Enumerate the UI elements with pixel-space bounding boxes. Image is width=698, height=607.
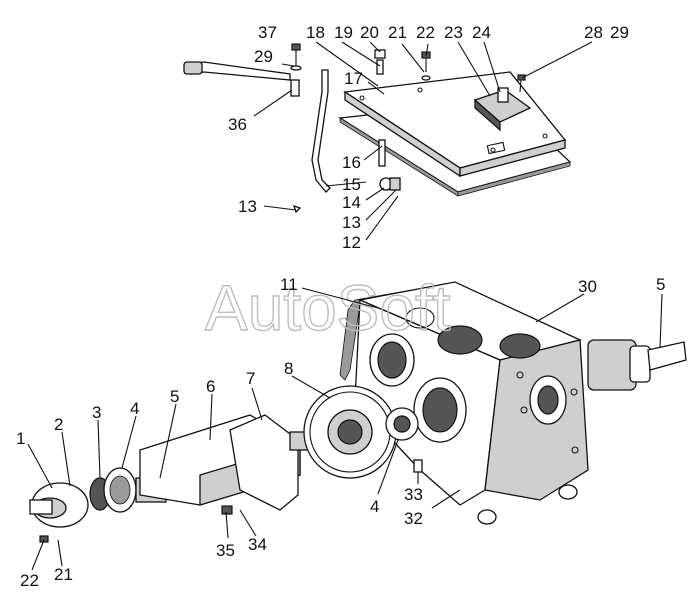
callout-4: 4 <box>130 399 139 418</box>
plate-hole <box>359 95 365 101</box>
plate-hole <box>542 133 548 139</box>
rod <box>311 69 331 193</box>
transmission-housing <box>339 281 589 525</box>
callout-3: 3 <box>92 403 101 422</box>
callout-15: 15 <box>342 175 361 194</box>
callout-37: 37 <box>258 23 277 42</box>
callout-29-left: 29 <box>254 47 273 66</box>
callout-21-lower: 21 <box>54 565 73 584</box>
output-housing <box>587 339 637 391</box>
mount-foot <box>558 484 578 500</box>
bolt-hole <box>520 406 528 414</box>
input-shaft-assembly <box>29 414 321 543</box>
side-bore-inner <box>537 385 559 415</box>
callout-13-right: 13 <box>342 213 361 232</box>
callout-22-lower: 22 <box>20 571 39 590</box>
callout-20: 20 <box>360 23 379 42</box>
stud <box>413 459 423 473</box>
output-shaft <box>647 341 687 371</box>
clamp-body <box>389 177 401 191</box>
bolt-hole <box>571 446 579 454</box>
callout-7: 7 <box>246 369 255 388</box>
plate-hole <box>490 147 496 153</box>
plate-hole <box>417 87 423 93</box>
top-bore-small <box>405 307 435 329</box>
bearing-race <box>393 415 411 433</box>
top-bolts <box>290 43 526 93</box>
shaft-stub <box>29 499 53 515</box>
leader-lines <box>27 41 663 571</box>
gasket-edge-2 <box>457 161 571 197</box>
mount-foot <box>477 509 497 525</box>
output-shaft-assembly <box>587 339 687 391</box>
callout-8: 8 <box>284 359 293 378</box>
callout-33: 33 <box>404 485 423 504</box>
small-bolt <box>221 505 233 515</box>
callout-17: 17 <box>344 69 363 88</box>
washer <box>421 75 431 81</box>
callout-30: 30 <box>578 277 597 296</box>
gear-housing <box>229 414 299 511</box>
callout-32: 32 <box>404 509 423 528</box>
callout-5: 5 <box>170 387 179 406</box>
bolt-head <box>517 74 526 81</box>
callout-23: 23 <box>444 23 463 42</box>
callout-2: 2 <box>54 415 63 434</box>
callout-14: 14 <box>342 193 361 212</box>
bearing-race <box>109 475 131 505</box>
lever <box>187 61 291 81</box>
lever-assembly <box>183 61 300 97</box>
callout-34: 34 <box>248 535 267 554</box>
top-bore <box>437 325 483 355</box>
watermark: AutoSoft <box>205 272 451 344</box>
callout-12: 12 <box>342 233 361 252</box>
callout-11: 11 <box>280 275 298 294</box>
lever-grip <box>183 61 203 75</box>
bolt-shank <box>519 79 522 93</box>
callout-13-left: 13 <box>238 197 257 216</box>
callout-16: 16 <box>342 153 361 172</box>
front-bore-inner <box>377 341 407 379</box>
plate-window <box>486 141 506 155</box>
callout-35: 35 <box>216 541 235 560</box>
callout-6: 6 <box>206 377 215 396</box>
bolt-head <box>291 43 301 51</box>
callout-1: 1 <box>16 429 25 448</box>
washer <box>290 65 302 71</box>
cover-plate-edge-2 <box>459 139 566 177</box>
callout-18: 18 <box>306 23 325 42</box>
callout-5-right: 5 <box>656 275 665 294</box>
callout-21-top: 21 <box>388 23 407 42</box>
bolt-hole <box>570 388 578 396</box>
callout-labels: 1 2 3 4 5 6 7 8 4 33 32 35 34 22 21 11 3… <box>16 23 665 590</box>
bolt-hole <box>516 371 524 379</box>
washer-stack <box>374 49 386 59</box>
callout-19: 19 <box>334 23 353 42</box>
small-bolt <box>292 204 302 214</box>
callout-4-lower: 4 <box>370 497 379 516</box>
shift-bracket-side <box>474 98 501 132</box>
small-bolt <box>39 535 49 543</box>
callout-28: 28 <box>584 23 603 42</box>
rod-assembly <box>292 69 401 214</box>
callout-29-right: 29 <box>610 23 629 42</box>
lever-pivot <box>290 79 300 97</box>
front-bore-large-inner <box>422 387 458 433</box>
callout-22-top: 22 <box>416 23 435 42</box>
cover-plate-assembly <box>338 71 572 197</box>
top-bore <box>499 333 541 359</box>
output-flange <box>629 345 651 383</box>
housing-side-face <box>484 339 589 501</box>
callout-24: 24 <box>472 23 491 42</box>
pin <box>378 139 386 167</box>
gear-assembly <box>303 385 419 479</box>
stud <box>376 59 384 75</box>
shift-boss <box>497 87 509 103</box>
spur-gear-bore <box>337 419 363 445</box>
callout-36: 36 <box>228 115 247 134</box>
